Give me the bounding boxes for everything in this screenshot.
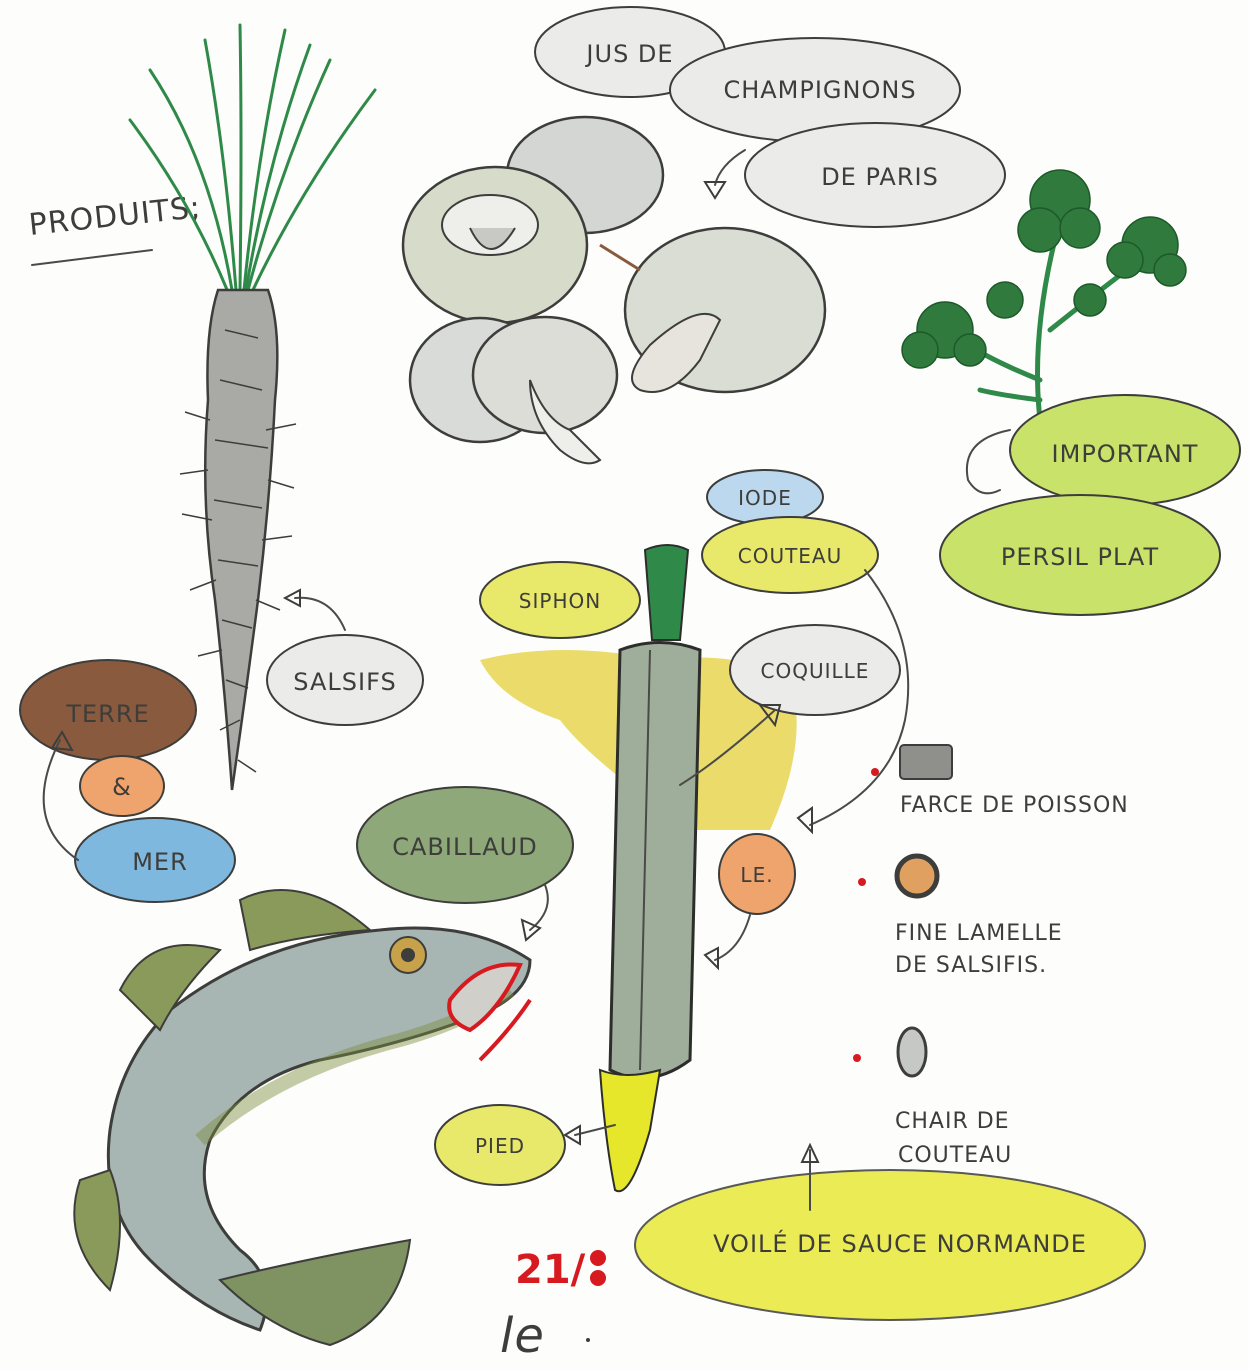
- page-number: 21/: [515, 1247, 606, 1293]
- lamelle-swatch: [897, 856, 937, 896]
- bubble-salsifs: SALSIFS: [267, 590, 423, 725]
- bubble-label: JUS DE: [584, 40, 673, 68]
- legend-label: COUTEAU: [898, 1143, 1012, 1168]
- page-title: PRODUITS;: [27, 190, 203, 243]
- legend-item-lamelle: FINE LAMELLE DE SALSIFIS.: [858, 856, 1063, 978]
- bubble-label: TERRE: [65, 700, 149, 728]
- bubble-label: CABILLAUD: [392, 833, 537, 861]
- bubble-voile-sauce: VOILÉ DE SAUCE NORMANDE: [635, 1145, 1145, 1320]
- bubble-siphon: SIPHON: [480, 562, 640, 638]
- legend-item-farce: FARCE DE POISSON: [871, 745, 1129, 818]
- bubble-and: &: [80, 756, 164, 816]
- bubble-label: VOILÉ DE SAUCE NORMANDE: [713, 1229, 1087, 1258]
- bubble-de-paris: DE PARIS: [705, 123, 1005, 227]
- legend: FARCE DE POISSON FINE LAMELLE DE SALSIFI…: [853, 745, 1129, 1168]
- title-produits: PRODUITS;: [27, 190, 203, 265]
- legend-label: CHAIR DE: [895, 1109, 1010, 1134]
- bubble-label: SALSIFS: [293, 668, 396, 696]
- signature-text: le: [500, 1308, 545, 1364]
- legend-label: DE SALSIFIS.: [895, 953, 1047, 978]
- bubble-label: COUTEAU: [738, 544, 843, 568]
- bubble-persil-plat: PERSIL PLAT: [940, 495, 1220, 615]
- bubble-label: LE.: [740, 863, 773, 887]
- bubble-label: DE PARIS: [821, 163, 939, 191]
- farce-swatch: [900, 745, 952, 779]
- legend-item-chair: CHAIR DE COUTEAU: [853, 1028, 1012, 1168]
- bubble-cabillaud: CABILLAUD: [357, 787, 573, 940]
- bubble-label: SIPHON: [519, 589, 601, 613]
- bubble-label: IODE: [738, 486, 792, 510]
- signature: le: [500, 1308, 590, 1364]
- page-number-text: 21/: [515, 1247, 586, 1293]
- bubble-label: PIED: [475, 1134, 525, 1158]
- bubble-label: &: [112, 773, 132, 801]
- bubble-label: CHAMPIGNONS: [723, 76, 916, 104]
- chair-swatch: [898, 1028, 926, 1076]
- bubble-pied: PIED: [435, 1105, 615, 1185]
- bubble-important: IMPORTANT: [967, 395, 1240, 505]
- bubble-label: IMPORTANT: [1052, 440, 1199, 468]
- bubble-terre: TERRE: [20, 660, 196, 760]
- bubble-label: PERSIL PLAT: [1001, 543, 1159, 571]
- bubble-iode: IODE: [707, 470, 823, 524]
- legend-label: FARCE DE POISSON: [900, 793, 1129, 818]
- legend-label: FINE LAMELLE: [895, 921, 1063, 946]
- bubble-label: COQUILLE: [761, 659, 870, 683]
- bubble-label: MER: [132, 848, 188, 876]
- bubble-le: LE.: [705, 834, 795, 968]
